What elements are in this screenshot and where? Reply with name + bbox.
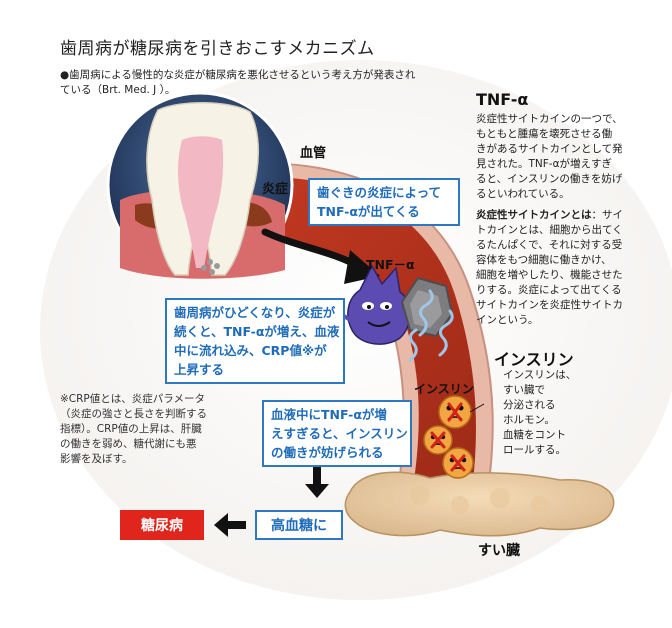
cytokine-info-line-tail: ：サイ [591, 209, 624, 221]
result-diabetes: 糖尿病 [120, 510, 204, 540]
insulin-info-heading: インスリン [494, 350, 574, 369]
label-inflammation: 炎症 [262, 182, 289, 197]
cytokine-squiggle [408, 328, 418, 362]
crp-note: ※CRP値とは、炎症パラメータ （炎症の強さと長さを判断する 指標）。CRP値の… [60, 392, 207, 467]
block-x-mark-icon [430, 402, 466, 472]
label-blood-vessel: 血管 [300, 146, 327, 161]
box-line: 血液中にTNF-αが増 [271, 407, 387, 422]
result-hyperglycemia: 高血糖に [255, 510, 343, 540]
box-line: 続くと、TNF-αが増え、血液 [174, 324, 340, 339]
tnf-info-line: るといわれている。 [476, 188, 570, 200]
insulin-info-line: すい臓で [503, 384, 545, 396]
insulin-info-body: インスリンは、 すい臓で 分泌される ホルモン。 血糖をコント ロールする。 [503, 368, 576, 458]
arrow-down [305, 466, 329, 498]
tnf-info-heading: TNF-α [476, 90, 529, 109]
tnf-info-line: ると、インスリンの働きを妨げ [476, 173, 623, 185]
cytokine-info-line: るたんぱくで、それに対する受 [476, 239, 623, 251]
tnf-alpha-monster [336, 264, 418, 345]
crp-note-line: の働きを弱め、糖代謝にも悪 [60, 438, 197, 450]
crp-note-line: 指標）。CRP値の上昇は、肝臓 [60, 423, 202, 435]
tnf-info-line: きがあるサイトカインとして発 [476, 143, 623, 155]
cytokine-info-line: 細胞を増やしたり、機能させた [476, 269, 623, 281]
crp-note-line: 影響を及ぼす。 [60, 453, 133, 465]
cytokine-term: 炎症性サイトカインとは [476, 209, 592, 221]
label-tnf-alpha: TNF－α [366, 257, 415, 272]
tnf-info-line: もともと腫瘍を壊死させる働 [476, 128, 613, 140]
pancreas-illustration [344, 471, 615, 537]
cytokine-info-line: サイトカインを炎症性サイトカ [476, 299, 623, 311]
box-periodontitis-progress: 歯周病がひどくなり、炎症が 続くと、TNF-αが増え、血液 中に流れ込み、CRP… [165, 298, 345, 384]
cytokine-info-body: 炎症性サイトカインとは：サイ トカインとは、細胞から出てく るたんぱくで、それに… [476, 208, 623, 328]
tnf-shield-shape [400, 276, 454, 338]
label-pancreas: すい臓 [478, 543, 520, 559]
box-gum-inflammation: 歯ぐきの炎症によって TNF-αが出てくる [308, 178, 460, 226]
insulin-info-line: インスリンは、 [503, 369, 577, 381]
label-insulin-small: インスリン [414, 382, 474, 396]
box-line: 歯周病がひどくなり、炎症が [174, 305, 336, 320]
tnf-info-line: 見された。TNF-αが増えすぎ [476, 158, 613, 170]
cytokine-info-line: インという。 [476, 314, 539, 326]
tnf-info-body: 炎症性サイトカインの一つで、 もともと腫瘍を壊死させる働 きがあるサイトカインと… [476, 112, 623, 202]
blood-vessel-lumen [200, 176, 476, 506]
box-line: 中に流れ込み、CRP値※が [174, 343, 327, 358]
box-line: 上昇する [174, 362, 225, 377]
box-line: TNF-αが出てくる [317, 204, 420, 219]
cytokine-squiggle [418, 289, 434, 337]
arrow-left [214, 513, 246, 537]
cytokine-info-line: 容体をもつ細胞に働きかけ、 [476, 254, 612, 266]
tnf-info-line: 炎症性サイトカインの一つで、 [476, 113, 623, 125]
box-line: の働きが妨げられる [271, 445, 384, 460]
cytokine-info-line: りする。炎症によって出てくる [476, 284, 622, 296]
box-line: えすぎると、インスリン [271, 426, 408, 441]
box-insulin-blocked: 血液中にTNF-αが増 えすぎると、インスリン の働きが妨げられる [262, 400, 412, 467]
insulin-info-line: ロールする。 [503, 444, 566, 456]
insulin-info-line: ホルモン。 [503, 414, 555, 426]
cytokine-info-line: トカインとは、細胞から出てく [476, 224, 623, 236]
insulin-info-line: 血糖をコント [503, 429, 566, 441]
intro-text: ●歯周病による慢性的な炎症が糖尿病を悪化させるという考え方が発表されている（Br… [60, 69, 416, 96]
crp-note-line: （炎症の強さと長さを判断する [60, 408, 207, 420]
insulin-info-line: 分泌される [503, 399, 556, 411]
crp-note-line: ※CRP値とは、炎症パラメータ [60, 393, 205, 405]
tooth-illustration [106, 91, 294, 279]
box-line: 歯ぐきの炎症によって [317, 185, 442, 200]
page-title: 歯周病が糖尿病を引きおこすメカニズム [60, 39, 375, 59]
cytokine-info-line: 炎症性サイトカインとは：サイ [476, 208, 623, 223]
insulin-leader-line [469, 403, 485, 413]
cytokine-squiggle [438, 309, 454, 357]
